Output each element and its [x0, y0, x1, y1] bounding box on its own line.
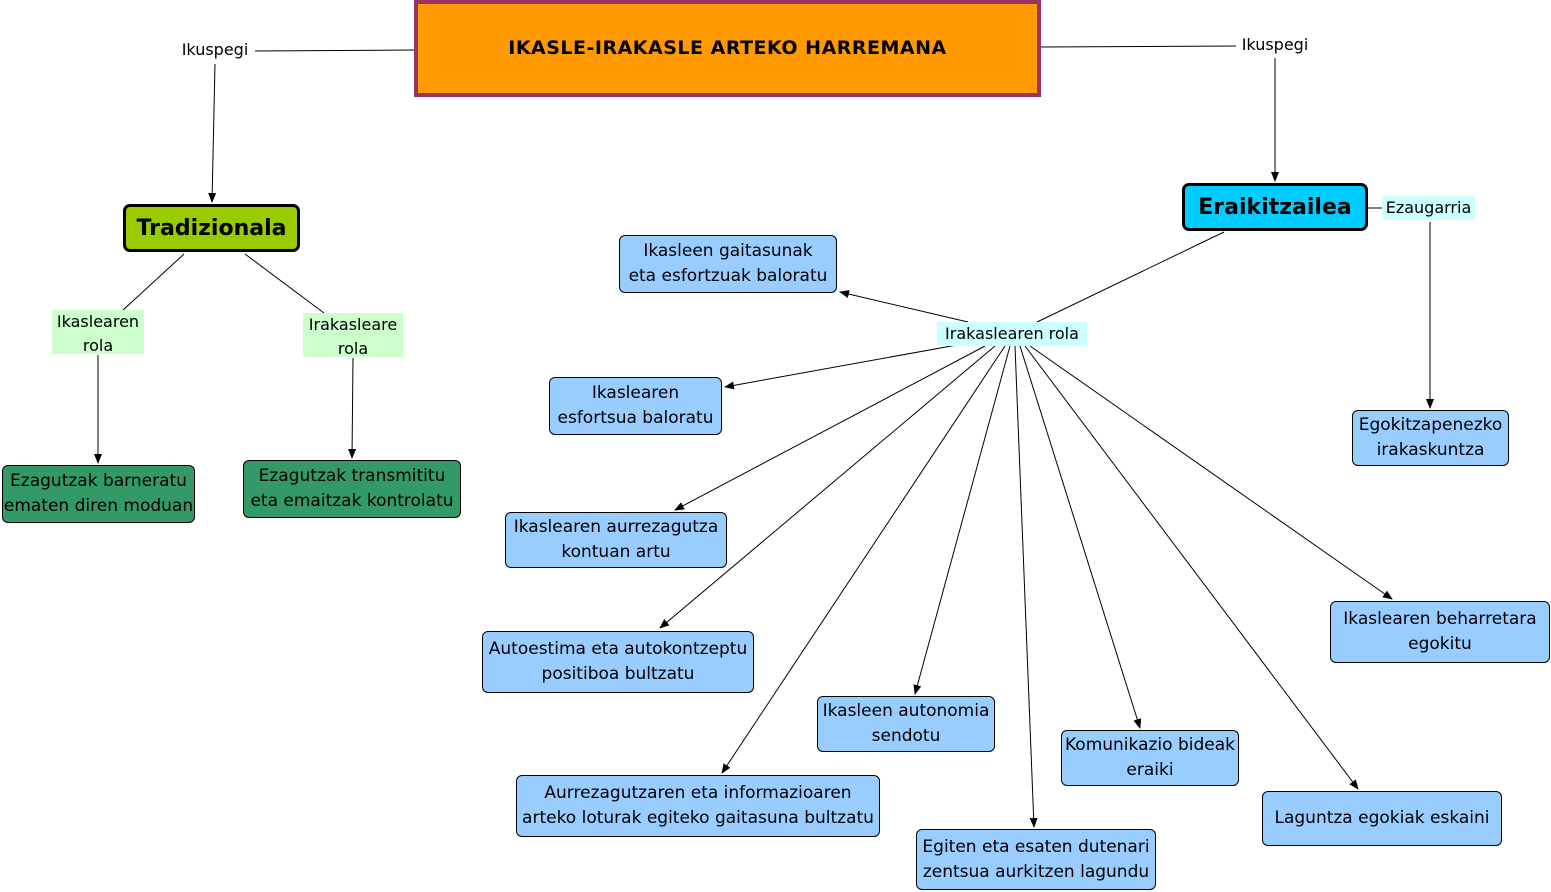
node-gaitasunak-baloratu: Ikasleen gaitasunak eta esfortzuak balor…	[619, 235, 837, 293]
link-rola-zentsua	[1014, 345, 1038, 828]
node-aurrezagutza-kontuan: Ikaslearen aurrezagutza kontuan artu	[505, 512, 727, 568]
node-autonomia: Ikasleen autonomia sendotu	[817, 696, 995, 752]
node-tradizionala: Tradizionala	[123, 204, 300, 252]
link-rola-gaitasunak	[839, 290, 969, 323]
link-tradizionala-irakasleare	[244, 253, 325, 314]
node-beharretara: Ikaslearen beharretara egokitu	[1330, 601, 1550, 663]
link-rola-aurrezagutza	[674, 345, 986, 511]
link-rola-autoestima	[659, 345, 996, 629]
label-ikaslearen-rola: Ikaslearen rola	[52, 310, 144, 355]
label-irakasleare-rola: Irakasleare rola	[303, 313, 403, 358]
label-ezaugarria: Ezaugarria	[1382, 196, 1475, 220]
link-rola-laguntza	[1024, 345, 1359, 790]
link-title-ikuspegi-left	[254, 49, 416, 52]
node-ezagutzak-barneratu: Ezagutzak barneratu ematen diren moduan	[2, 465, 195, 523]
node-esfortsua-baloratu: Ikaslearen esfortsua baloratu	[549, 377, 722, 435]
label-irakaslearen-rola: Irakaslearen rola	[937, 322, 1087, 346]
label-ikuspegi-right: Ikuspegi	[1236, 33, 1314, 57]
link-ikuspegi-left-tradizionala	[208, 63, 217, 203]
link-rola-komunikazio	[1019, 345, 1142, 729]
node-ezagutzak-transmititu: Ezagutzak transmititu eta emaitzak kontr…	[243, 460, 461, 518]
link-rola-loturak	[721, 345, 1006, 774]
link-tradizionala-ikaslearen	[121, 253, 185, 312]
link-rola-autonomia	[913, 345, 1011, 695]
node-zentsua: Egiten eta esaten dutenari zentsua aurki…	[916, 829, 1156, 890]
node-eraikitzailea: Eraikitzailea	[1182, 183, 1368, 231]
node-aurrezagutzaren-loturak: Aurrezagutzaren eta informazioaren artek…	[516, 775, 880, 837]
node-autoestima: Autoestima eta autokontzeptu positiboa b…	[482, 631, 754, 693]
link-title-ikuspegi-right	[1039, 45, 1240, 48]
label-ikuspegi-left: Ikuspegi	[175, 38, 255, 62]
node-egokitzapenezko: Egokitzapenezko irakaskuntza	[1352, 410, 1509, 466]
page-title: IKASLE-IRAKASLE ARTEKO HARREMANA	[414, 0, 1041, 97]
link-irakasleare-transmititu	[348, 357, 357, 459]
link-eraikitzailea-irakaslearen	[1034, 231, 1225, 324]
link-rola-beharretara	[1029, 345, 1393, 600]
node-laguntza: Laguntza egokiak eskaini	[1262, 791, 1502, 846]
node-komunikazio: Komunikazio bideak eraiki	[1061, 730, 1239, 786]
link-rola-esfortsua	[724, 344, 958, 390]
